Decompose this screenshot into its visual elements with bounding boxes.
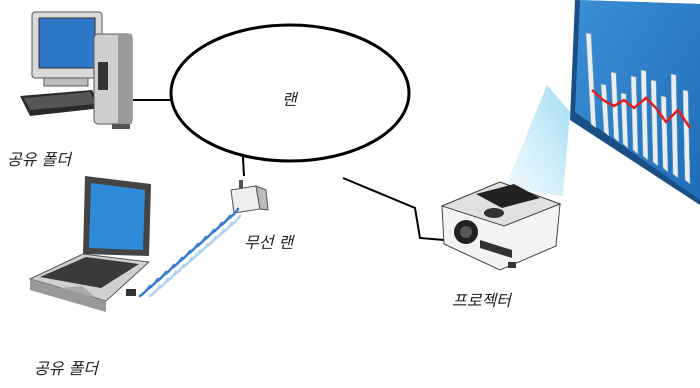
laptop-icon <box>28 176 151 312</box>
wireless-wave <box>138 207 242 298</box>
wireless-access-point-icon <box>230 180 269 214</box>
projector-lan-cable <box>342 177 445 241</box>
projector-label: 프로젝터 <box>452 291 511 310</box>
projection-screen-icon <box>570 0 700 205</box>
shared-folder-top-label: 공유 폴더 <box>7 150 71 169</box>
wireless-lan-label: 무선 랜 <box>244 233 294 252</box>
lan-cloud <box>169 23 411 163</box>
lan-label: 랜 <box>282 90 297 109</box>
projector-beam <box>505 85 570 196</box>
projector-icon <box>440 181 562 271</box>
shared-folder-bottom-label: 공유 폴더 <box>34 359 98 378</box>
desktop-pc-icon <box>20 11 133 129</box>
